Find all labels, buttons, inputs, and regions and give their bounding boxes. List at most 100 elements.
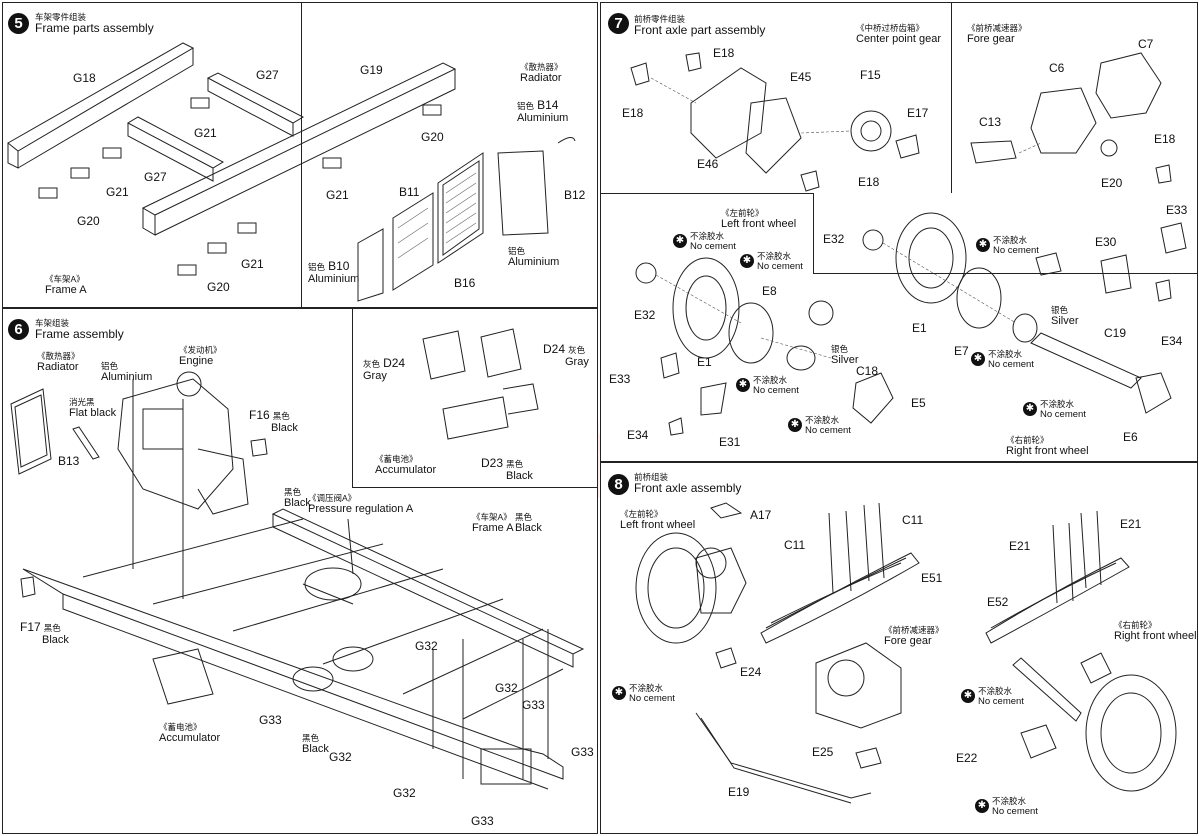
engine-label: 《发动机》Engine xyxy=(179,345,222,367)
left-front-wheel-label: 《左前轮》Left front wheel xyxy=(620,509,696,531)
frame-parts-drawing xyxy=(7,42,576,302)
pressure-regulation-label: 《调压阀A》Pressure regulation A xyxy=(308,493,414,515)
part-g19: G19 xyxy=(360,63,383,77)
center-gear-inset xyxy=(951,3,953,193)
left-front-wheel-label: 《左前轮》Left front wheel xyxy=(721,208,797,230)
part-f15: F15 xyxy=(860,68,881,82)
part-e1: E1 xyxy=(912,321,927,335)
part-g33: G33 xyxy=(471,814,494,828)
part-g32: G32 xyxy=(393,786,416,800)
part-b16: B16 xyxy=(454,276,476,290)
accumulator-label: 《蓄电池》Accumulator xyxy=(375,454,437,476)
accumulator-inset xyxy=(352,309,597,488)
part-c19: C19 xyxy=(1104,326,1127,340)
part-e51: E51 xyxy=(921,571,943,585)
part-e33: E33 xyxy=(609,372,631,386)
part-g27: G27 xyxy=(256,68,279,82)
part-g21: G21 xyxy=(241,257,264,271)
radiator-label: 《散热器》Radiator xyxy=(520,62,563,84)
part-g18: G18 xyxy=(73,71,96,85)
part-e18: E18 xyxy=(858,175,880,189)
part-g32: G32 xyxy=(329,750,352,764)
part-c11: C11 xyxy=(784,538,806,552)
right-front-wheel-label: 《右前轮》Right front wheel xyxy=(1114,620,1197,642)
part-a17: A17 xyxy=(750,508,772,522)
radiator-inset xyxy=(301,3,597,307)
part-e31: E31 xyxy=(719,435,741,449)
part-e17: E17 xyxy=(907,106,929,120)
part-e19: E19 xyxy=(728,785,750,799)
part-e20: E20 xyxy=(1101,176,1123,190)
part-c18: C18 xyxy=(856,364,879,378)
part-e33: E33 xyxy=(1166,203,1188,217)
part-e21: E21 xyxy=(1009,539,1031,553)
part-g21: G21 xyxy=(194,126,217,140)
part-e45: E45 xyxy=(790,70,812,84)
part-e18: E18 xyxy=(622,106,644,120)
right-wheel-inset xyxy=(813,193,1197,274)
part-g32: G32 xyxy=(495,681,518,695)
frame-assembly-drawing xyxy=(10,328,585,790)
part-b12: B12 xyxy=(564,188,586,202)
step-8-badge: 8 xyxy=(608,474,629,495)
part-c7: C7 xyxy=(1138,37,1154,51)
fore-gear-label: 《前桥减速器》Fore gear xyxy=(884,625,944,647)
part-e34: E34 xyxy=(1161,334,1183,348)
accumulator-label: 《蓄电池》Accumulator xyxy=(159,722,221,744)
part-e18: E18 xyxy=(1154,132,1176,146)
part-e46: E46 xyxy=(697,157,719,171)
part-g33: G33 xyxy=(522,698,545,712)
part-e25: E25 xyxy=(812,745,834,759)
front-axle-parts-drawing xyxy=(630,52,1187,436)
part-e21: E21 xyxy=(1120,517,1142,531)
step-6-badge: 6 xyxy=(8,319,29,340)
part-e1: E1 xyxy=(697,355,712,369)
right-front-wheel-label: 《右前轮》Right front wheel xyxy=(1006,435,1089,457)
part-g20: G20 xyxy=(77,214,100,228)
part-g32: G32 xyxy=(415,639,438,653)
part-g20: G20 xyxy=(207,280,230,294)
part-e32: E32 xyxy=(823,232,845,246)
part-e8: E8 xyxy=(762,284,777,298)
part-g33: G33 xyxy=(259,713,282,727)
part-e32: E32 xyxy=(634,308,656,322)
part-b13: B13 xyxy=(58,454,80,468)
fore-gear-label: 《前桥减速器》Fore gear xyxy=(967,23,1027,45)
part-e22: E22 xyxy=(956,751,978,765)
part-b11: B11 xyxy=(399,185,420,199)
frame-a-label: 《车架A》Frame A xyxy=(45,274,87,296)
part-e5: E5 xyxy=(911,396,926,410)
part-g21: G21 xyxy=(106,185,129,199)
part-e6: E6 xyxy=(1123,430,1138,444)
frame-a-label: 《车架A》Frame A xyxy=(472,512,514,534)
center-point-gear-label: 《中桥过桥齿箱》Center point gear xyxy=(856,23,941,45)
front-axle-assembly-drawing xyxy=(635,502,1177,804)
step-5-badge: 5 xyxy=(8,13,29,34)
